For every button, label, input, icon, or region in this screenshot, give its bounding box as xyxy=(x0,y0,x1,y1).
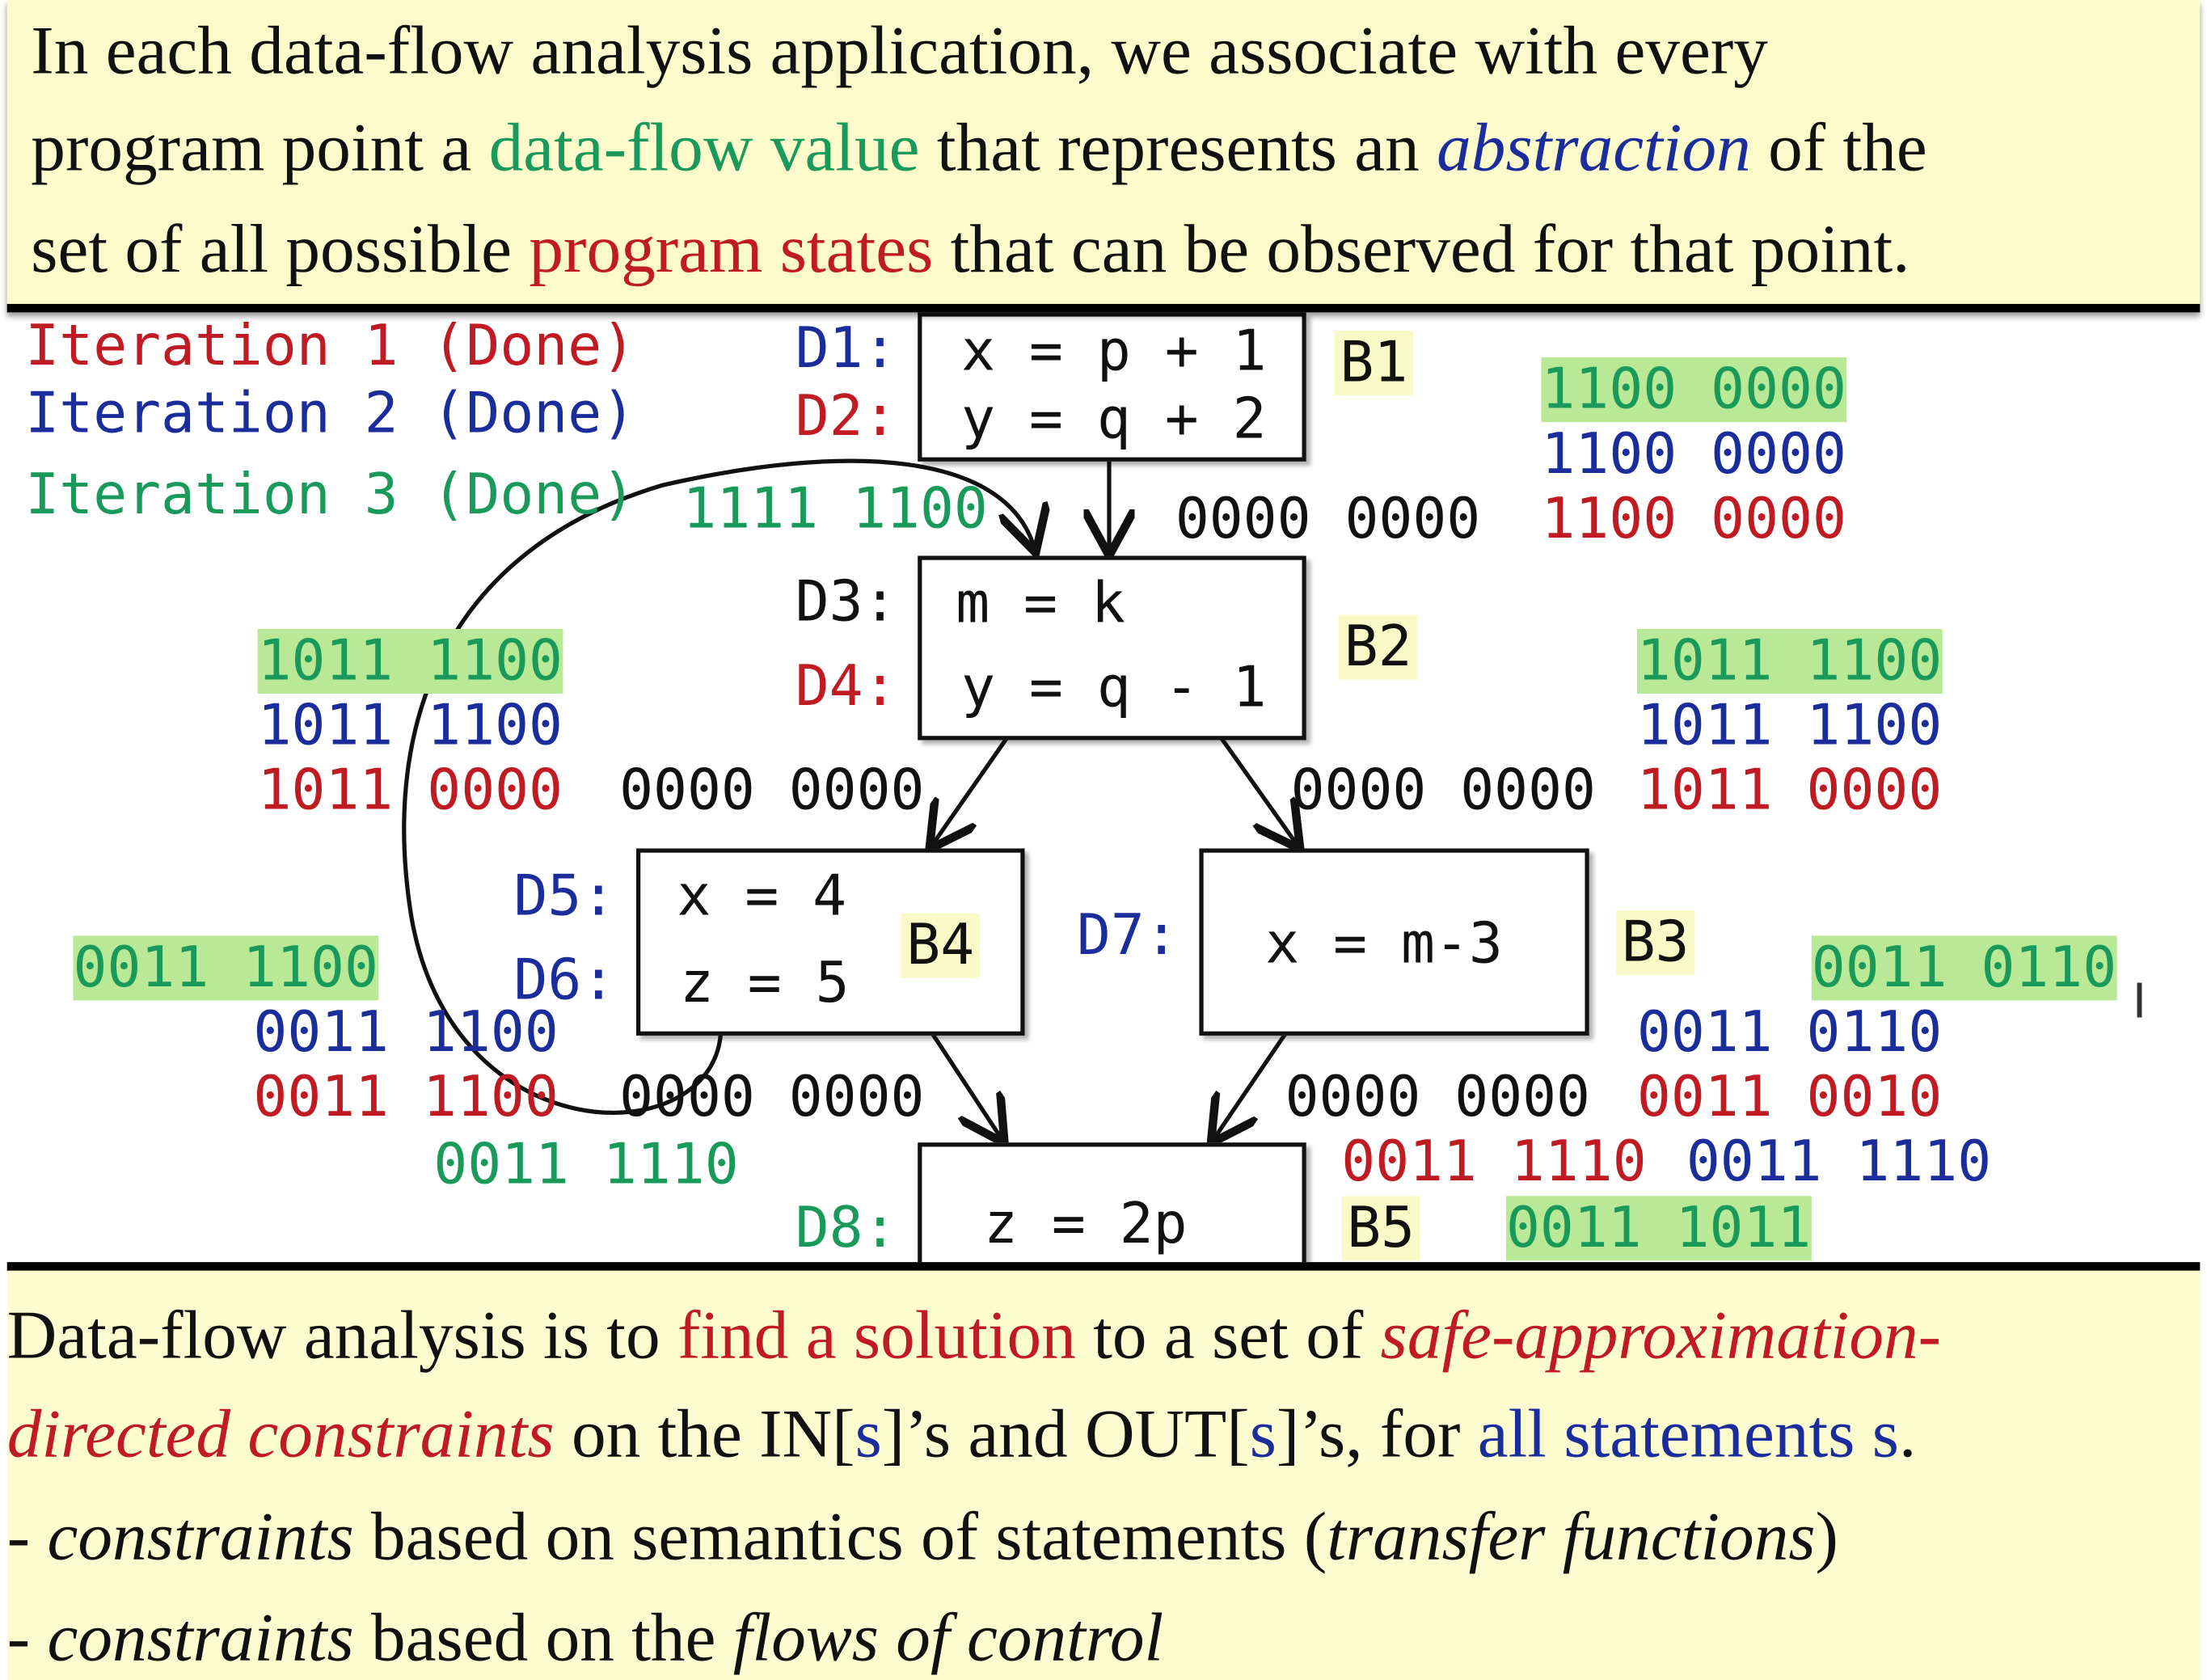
block-label-b2: B2 xyxy=(1338,614,1418,680)
bitvector: 0011 1100 xyxy=(73,935,378,1001)
iteration-1: Iteration 1 (Done) xyxy=(25,314,636,379)
bitvector: 0011 1110 xyxy=(1341,1129,1647,1195)
def-d4: D4: xyxy=(795,654,897,720)
def-d1: D1: xyxy=(795,316,897,382)
def-d2: D2: xyxy=(795,384,897,450)
term-safe-approximation: safe-approximation- xyxy=(1380,1295,1942,1374)
text: based on semantics of statements ( xyxy=(353,1496,1327,1575)
text: constraints xyxy=(47,1496,354,1575)
bitvector: 1100 0000 xyxy=(1541,422,1846,488)
iteration-3: Iteration 3 (Done) xyxy=(25,462,636,528)
bitvector: 1011 1100 xyxy=(1636,628,1943,694)
stmt: y = q + 2 xyxy=(961,386,1267,452)
text: Data-flow analysis is to xyxy=(6,1295,677,1374)
text: flows of control xyxy=(732,1598,1164,1676)
bitvector: 1011 1100 xyxy=(257,628,563,694)
text: set of all possible xyxy=(31,209,530,288)
bitvector: 0011 0110 xyxy=(1636,1000,1943,1066)
bitvector: 1011 1100 xyxy=(257,694,563,759)
bitvector: 1011 1100 xyxy=(1636,694,1943,759)
def-d7: D7: xyxy=(1076,903,1179,969)
text: - xyxy=(6,1598,48,1676)
bitvector: 0011 1011 xyxy=(1505,1196,1812,1261)
bitvector: 0000 0000 xyxy=(1285,1065,1591,1130)
bitvector: 0011 1100 xyxy=(253,1065,559,1130)
text: s xyxy=(855,1394,882,1472)
text: s xyxy=(1249,1394,1277,1472)
bitvector: 1011 0000 xyxy=(1636,758,1943,824)
bitvector: 0011 1110 xyxy=(433,1133,739,1198)
bitvector: 0000 0000 xyxy=(619,758,925,824)
text: that can be observed for that point. xyxy=(933,209,1910,288)
summary-line-1: Data-flow analysis is to find a solution… xyxy=(7,1293,1941,1377)
summary-line-3: - constraints based on semantics of stat… xyxy=(7,1494,1838,1578)
text: constraints xyxy=(47,1598,354,1676)
bitvector: 1100 0000 xyxy=(1541,487,1846,552)
edge-b2-b3 xyxy=(1220,737,1298,846)
stmt: z = 2p xyxy=(984,1192,1188,1257)
text: ) xyxy=(1815,1496,1838,1575)
definition-line-3: set of all possible program states that … xyxy=(31,207,1909,291)
block-b2: m = k y = q - 1 xyxy=(918,555,1306,741)
term-directed-constraints: directed constraints xyxy=(6,1394,555,1472)
term-find-a-solution: find a solution xyxy=(677,1295,1076,1374)
bitvector: 0000 0000 xyxy=(619,1065,925,1130)
block-label-b3: B3 xyxy=(1615,910,1695,976)
bitvector: 0000 0000 xyxy=(1290,758,1596,824)
bitvector: 0011 0110 xyxy=(1811,935,2117,1001)
bitvector: 0011 1110 xyxy=(1686,1129,1992,1195)
block-label-b1: B1 xyxy=(1334,330,1414,396)
bitvector: 0011 1100 xyxy=(253,1000,559,1066)
stmt: z = 5 xyxy=(679,951,850,1016)
stmt: x = m-3 xyxy=(1265,911,1503,977)
bitvector: 1011 0000 xyxy=(257,758,563,824)
summary-line-2: directed constraints on the IN[s]’s and … xyxy=(7,1391,1917,1475)
block-b1: x = p + 1 y = q + 2 xyxy=(918,312,1306,462)
term-program-states: program states xyxy=(529,209,934,288)
edge-b4-b5 xyxy=(930,1032,1002,1139)
bitvector: 0011 0010 xyxy=(1636,1065,1943,1130)
definition-line-2: program point a data-flow value that rep… xyxy=(31,106,1926,190)
definition-box: In each data-flow analysis application, … xyxy=(6,0,2201,313)
edge-b3-b5 xyxy=(1213,1032,1287,1140)
def-d6: D6: xyxy=(513,948,616,1014)
def-d5: D5: xyxy=(513,863,616,929)
text: - xyxy=(6,1496,48,1575)
summary-line-4: - constraints based on the flows of cont… xyxy=(7,1596,1164,1680)
bitvector: 1100 0000 xyxy=(1541,357,1846,423)
stmt: x = p + 1 xyxy=(961,319,1267,385)
definition-line-1: In each data-flow analysis application, … xyxy=(31,8,1768,92)
bitvector: 1111 1100 xyxy=(682,476,988,542)
block-label-b5: B5 xyxy=(1341,1196,1421,1261)
text: program point a xyxy=(31,108,489,186)
def-d3: D3: xyxy=(795,569,897,635)
summary-box: Data-flow analysis is to find a solution… xyxy=(6,1262,2201,1680)
term-abstraction: abstraction xyxy=(1437,108,1751,186)
text: ]’s, for xyxy=(1276,1394,1478,1472)
stmt: m = k xyxy=(956,571,1125,636)
block-b3: x = m-3 xyxy=(1199,848,1589,1036)
text: that represents an xyxy=(919,108,1437,186)
text: . xyxy=(1898,1394,1917,1472)
stmt: x = 4 xyxy=(677,863,847,929)
term-data-flow-value: data-flow value xyxy=(488,108,920,186)
edge-b2-b4 xyxy=(932,737,1009,846)
iteration-2: Iteration 2 (Done) xyxy=(25,381,636,446)
stmt: y = q - 1 xyxy=(961,656,1267,721)
term-all-statements: all statements s xyxy=(1477,1394,1899,1472)
bitvector: 0000 0000 xyxy=(1175,487,1481,552)
text: based on the xyxy=(353,1598,733,1676)
text-cursor-icon: I xyxy=(2132,973,2147,1030)
text: of the xyxy=(1750,108,1927,186)
text: to a set of xyxy=(1075,1295,1381,1374)
text: transfer functions xyxy=(1327,1496,1816,1575)
text: on the IN[ xyxy=(554,1394,855,1472)
text: In each data-flow analysis application, … xyxy=(31,11,1768,89)
text: ]’s and OUT[ xyxy=(881,1394,1250,1472)
block-label-b4: B4 xyxy=(901,913,981,978)
def-d8: D8: xyxy=(795,1196,897,1261)
